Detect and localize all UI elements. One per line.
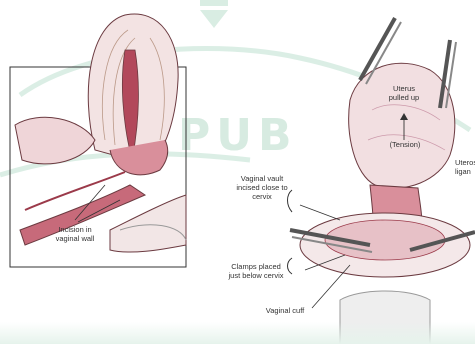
vault-label-line3: cervix [224,192,300,201]
ligament-label-line2: ligan [455,167,475,176]
clamps-label-line1: Clamps placed [218,262,294,271]
uterus-body-right [349,63,455,188]
vault-label: Vaginal vault incised close to cervix [224,174,300,201]
ligament-label: Uteros ligan [455,158,475,176]
tension-label: (Tension) [380,140,430,149]
vault-label-line2: incised close to [224,183,300,192]
clamps-label: Clamps placed just below cervix [218,262,294,280]
cuff-label: Vaginal cuff [250,306,320,315]
uterus-label-line2: pulled up [378,93,430,102]
clamps-label-line2: just below cervix [218,271,294,280]
watermark-bottom-band [0,322,475,344]
uterus-label: Uterus pulled up [378,84,430,102]
ligament-label-line1: Uteros [455,158,475,167]
uterus-label-line1: Uterus [378,84,430,93]
vault-label-line1: Vaginal vault [224,174,300,183]
